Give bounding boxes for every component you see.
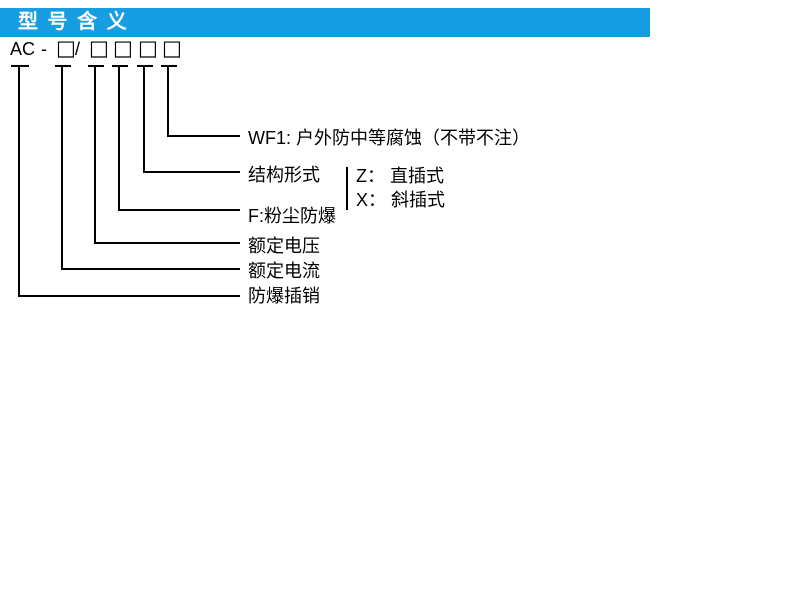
label-rated-voltage: 额定电压 [248,236,320,256]
model-slot-dust-explosion-proof: □ [113,36,133,60]
label-explosion-proof-plug: 防爆插销 [248,286,320,306]
model-slot-rated-voltage: □ [89,36,109,60]
model-slot-rated-current: □ [56,36,76,60]
model-slash: / [75,39,81,59]
leader-rated-voltage [88,65,240,244]
option-straight-plug: Z： 直插式 [356,166,444,186]
leader-outdoor-protection [161,65,240,137]
model-dash: - [41,39,47,59]
leader-rated-current [55,65,240,270]
leader-explosion-proof-plug [11,65,240,297]
connector-line [94,66,240,244]
model-prefix: AC [10,39,36,59]
connector-line [18,66,240,297]
connector-line [61,66,240,270]
model-slot-structure-type: □ [138,36,158,60]
connector-line [118,66,240,211]
label-dust-explosion-proof: F:粉尘防爆 [248,206,336,226]
model-slot-outdoor-protection: □ [162,36,182,60]
label-structure-type: 结构形式 [248,165,320,185]
title-banner: 型 号 含 义 [0,8,650,37]
option-angled-plug: X： 斜插式 [356,190,446,210]
connector-line [143,66,240,173]
connector-line [167,66,240,137]
leader-structure-type [137,65,240,173]
label-outdoor-protection: WF1: 户外防中等腐蚀（不带不注） [248,128,530,148]
leader-dust-explosion-proof [112,65,240,211]
section-title: 型 号 含 义 [18,11,129,33]
label-rated-current: 额定电流 [248,261,320,281]
